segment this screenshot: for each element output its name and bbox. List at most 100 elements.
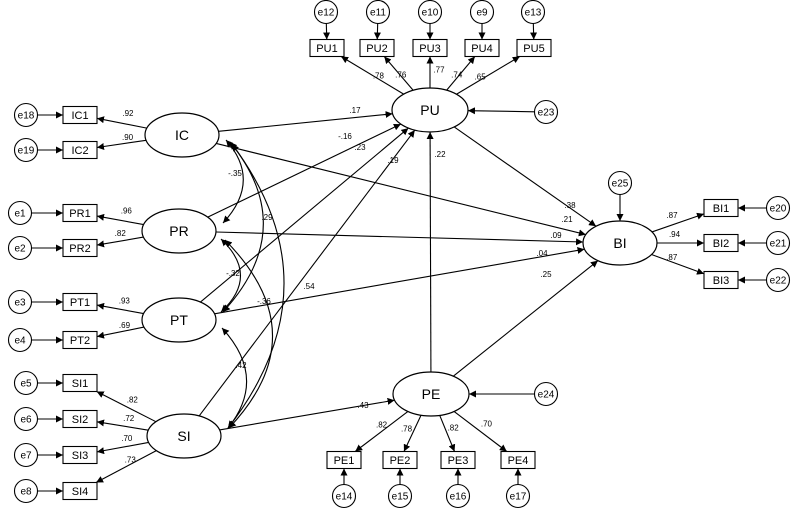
covariance-arc-ic-pt [222, 141, 264, 313]
path-arrow-pe-bi [452, 260, 599, 377]
indicator-pu5-label: PU5 [523, 43, 544, 55]
indicator-ic2-label: IC2 [71, 145, 88, 157]
error-e18-circle [13, 102, 39, 128]
path-label-si-pe: .43 [357, 401, 369, 410]
indicator-pu1-label: PU1 [316, 43, 337, 55]
error-e23-label: e23 [538, 108, 555, 119]
indicator-pt2-label: PT2 [70, 335, 90, 347]
loading-arrow-pr1 [96, 213, 144, 226]
indicator-pu3-label: PU3 [419, 43, 440, 55]
indicator-bi1-label: BI1 [713, 203, 730, 215]
indicator-si2-label: SI2 [72, 414, 89, 426]
error-e17-label: e17 [510, 492, 527, 503]
covariance-label-pr-pt: -.32 [226, 269, 240, 278]
error-e3-circle [7, 289, 33, 315]
error-e15-label: e15 [392, 492, 409, 503]
covariance-arc-pt-si [221, 327, 248, 429]
loading-label-si1: .82 [127, 396, 139, 405]
loading-arrow-si1 [96, 391, 157, 423]
latent-pt-ellipse [141, 297, 217, 343]
error-e22-label: e22 [770, 276, 787, 287]
loading-label-bi3: .87 [666, 253, 678, 262]
latent-si-ellipse [146, 413, 222, 459]
error-e20-label: e20 [770, 204, 787, 215]
error-e19-circle [13, 137, 39, 163]
indicator-pu2-label: PU2 [366, 43, 387, 55]
path-arrow-pt-bi [214, 246, 585, 315]
loading-arrow-pu5 [456, 56, 521, 95]
covariance-label-ic-pr: -.35 [228, 169, 242, 178]
loading-arrow-pe3 [439, 415, 456, 452]
indicator-si3-label: SI3 [72, 450, 89, 462]
error-e2-label: e2 [14, 244, 26, 255]
latent-pr-ellipse [141, 208, 217, 254]
error-e11-circle [365, 0, 391, 25]
error-e5-circle [13, 370, 39, 396]
loading-arrow-pt1 [96, 302, 144, 315]
indicator-pe3-label: PE3 [448, 455, 469, 467]
error-e8-circle [13, 478, 39, 504]
latent-bi-label: BI [613, 235, 626, 251]
indicator-pu4-box [464, 38, 500, 58]
edges [31, 23, 767, 495]
error-e9-label: e9 [476, 8, 488, 19]
indicator-bi2-box [703, 233, 739, 253]
indicator-bi1-box [703, 198, 739, 218]
error-e6-circle [13, 406, 39, 432]
error-e10-circle [417, 0, 443, 25]
latent-pu-ellipse [391, 87, 469, 133]
error-e10-label: e10 [422, 8, 439, 19]
error-e5-label: e5 [20, 379, 32, 390]
path-arrow-ic-bi [216, 142, 586, 237]
loading-label-pt2: .69 [119, 321, 131, 330]
path-arrow-pu-bi [453, 126, 597, 227]
indicator-si3-box [62, 445, 98, 465]
error-e9-circle [469, 0, 495, 25]
indicator-si1-label: SI1 [72, 378, 89, 390]
loading-label-pe4: .70 [481, 419, 493, 428]
indicator-pr2-label: PR2 [69, 243, 90, 255]
error-e7-label: e7 [20, 451, 32, 462]
indicator-ic2-box [62, 140, 98, 160]
loading-label-pu4: .74 [451, 70, 463, 79]
loading-arrow-ic1 [96, 116, 147, 129]
error-e12-label: e12 [318, 8, 335, 19]
indicator-pe2-label: PE2 [390, 455, 411, 467]
error-e14-label: e14 [336, 492, 353, 503]
indicator-ic1-box [62, 105, 98, 125]
indicator-pu4-label: PU4 [471, 43, 492, 55]
error-e6-label: e6 [20, 415, 32, 426]
error-e21-circle [765, 230, 791, 256]
loading-label-pr1: .96 [121, 206, 133, 215]
loading-label-pu2: .76 [395, 70, 407, 79]
indicator-pu5-box [516, 38, 552, 58]
loading-arrow-pu1 [340, 56, 404, 95]
latent-pr-label: PR [169, 223, 188, 239]
path-arrow-pr-bi [215, 231, 584, 246]
path-label-pe-pu: .22 [434, 150, 446, 159]
indicator-bi3-box [703, 270, 739, 290]
indicator-pt1-box [62, 292, 98, 312]
path-arrow-si-pe [219, 397, 395, 431]
indicator-pu3-box [412, 38, 448, 58]
loading-arrow-si4 [95, 450, 157, 483]
path-label-pt-pu: .23 [354, 143, 366, 152]
indicator-si4-box [62, 481, 98, 501]
indicator-pe3-box [440, 450, 476, 470]
error-e1-circle [7, 200, 33, 226]
covariance-arc-ic-si [227, 143, 285, 429]
error-e18-label: e18 [18, 111, 35, 122]
loading-label-pu1: .78 [373, 71, 385, 80]
error-e13-label: e13 [525, 8, 542, 19]
indicator-bi3-label: BI3 [713, 275, 730, 287]
loading-arrow-pu2 [383, 56, 414, 91]
latent-pt-label: PT [170, 312, 188, 328]
error-e14-circle [331, 483, 357, 509]
covariance-label-pt-si: .42 [235, 361, 247, 370]
loading-arrow-bi1 [651, 212, 705, 233]
loading-label-ic1: .92 [122, 109, 134, 118]
error-e3-label: e3 [14, 298, 26, 309]
indicator-pt2-box [62, 330, 98, 350]
covariance-arc-pr-si [224, 239, 274, 429]
error-e25-circle [607, 170, 633, 196]
